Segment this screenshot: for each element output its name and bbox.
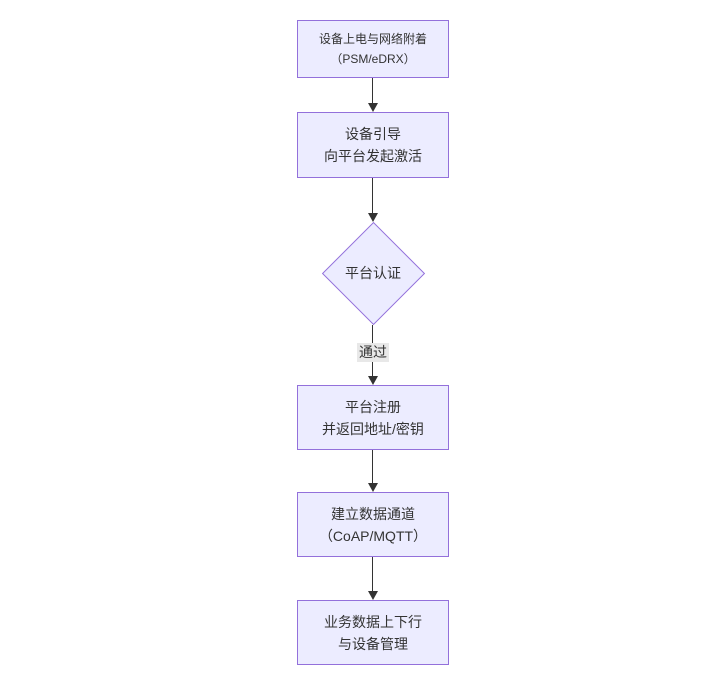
edge-line: [372, 78, 373, 103]
edge-line: [372, 450, 373, 483]
node-business-data-mgmt: 业务数据上下行 与设备管理: [297, 600, 449, 665]
node-text-line: 建立数据通道: [331, 505, 415, 522]
arrowhead-icon: [368, 591, 378, 600]
node-text-line: （CoAP/MQTT）: [318, 527, 428, 544]
node-text-line: 业务数据上下行: [324, 613, 422, 630]
node-text-line: 向平台发起激活: [324, 148, 422, 164]
node-text-line: 并返回地址/密钥: [322, 420, 424, 437]
node-power-network-attach: 设备上电与网络附着 （PSM/eDRX）: [297, 20, 449, 78]
node-device-bootstrap: 设备引导 向平台发起激活: [297, 112, 449, 178]
node-text-line: 平台注册: [345, 398, 401, 415]
arrowhead-icon: [368, 376, 378, 385]
node-text-line: 与设备管理: [338, 635, 408, 652]
edge-line: [372, 557, 373, 591]
node-platform-auth-decision: 平台认证: [321, 221, 426, 326]
node-text-line: 设备引导: [345, 126, 401, 142]
arrowhead-icon: [368, 103, 378, 112]
edge-label-pass: 通过: [357, 343, 389, 362]
node-data-channel: 建立数据通道 （CoAP/MQTT）: [297, 492, 449, 557]
edge-line: [372, 178, 373, 213]
node-platform-register: 平台注册 并返回地址/密钥: [297, 385, 449, 450]
node-text-line: （PSM/eDRX）: [330, 52, 416, 66]
node-text-line: 设备上电与网络附着: [318, 32, 427, 46]
arrowhead-icon: [368, 213, 378, 222]
node-text-line: 平台认证: [345, 265, 401, 281]
arrowhead-icon: [368, 483, 378, 492]
